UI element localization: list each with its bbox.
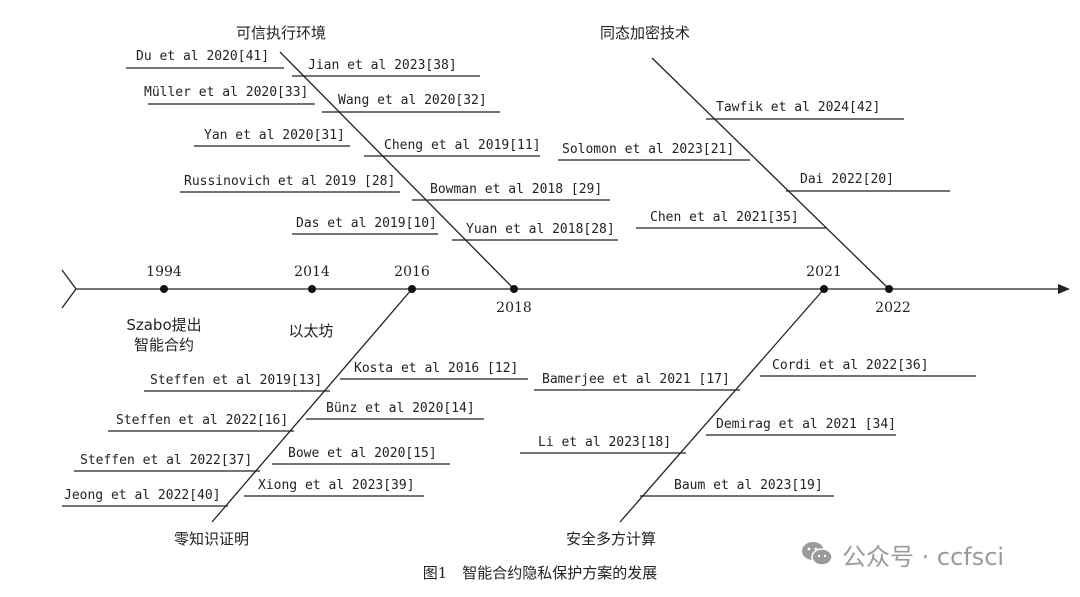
- year-point: [160, 285, 168, 293]
- ref-label: Du et al 2020[41]: [136, 49, 269, 64]
- ref-label: Solomon et al 2023[21]: [562, 142, 734, 157]
- ref-label: Dai 2022[20]: [800, 172, 894, 187]
- category-zkp: 零知识证明: [174, 530, 249, 548]
- category-tee: 可信执行环境: [236, 24, 326, 42]
- ref-label: Li et al 2023[18]: [538, 435, 671, 450]
- year-point: [510, 285, 518, 293]
- ref-label: Baum et al 2023[19]: [674, 478, 823, 493]
- year-label: 2022: [875, 300, 911, 316]
- bone-he: [651, 57, 890, 290]
- category-mpc: 安全多方计算: [566, 530, 656, 548]
- watermark-text: 公众号 · ccfsci: [842, 542, 1005, 571]
- category-he: 同态加密技术: [600, 24, 690, 42]
- ref-label: Das et al 2019[10]: [296, 216, 437, 231]
- ref-label: Wang et al 2020[32]: [338, 93, 487, 108]
- event-ethereum: 以太坊: [288, 322, 333, 340]
- ref-label: Cordi et al 2022[36]: [772, 358, 929, 373]
- ref-label: Bamerjee et al 2021 [17]: [542, 372, 730, 387]
- year-point: [408, 285, 416, 293]
- year-label: 2021: [806, 264, 842, 280]
- ref-label: Steffen et al 2022[37]: [80, 453, 252, 468]
- year-point: [820, 285, 828, 293]
- ref-label: Kosta et al 2016 [12]: [354, 361, 518, 376]
- ref-label: Jeong et al 2022[40]: [64, 488, 221, 503]
- wechat-icon: [802, 542, 833, 566]
- year-point: [308, 285, 316, 293]
- year-label: 2018: [496, 300, 532, 316]
- ref-label: Steffen et al 2022[16]: [116, 413, 288, 428]
- ref-label: Yan et al 2020[31]: [204, 128, 345, 143]
- ref-label: Steffen et al 2019[13]: [150, 373, 322, 388]
- ref-label: Xiong et al 2023[39]: [258, 478, 415, 493]
- ref-label: Bowe et al 2020[15]: [288, 446, 437, 461]
- ref-label: Bowman et al 2018 [29]: [430, 182, 602, 197]
- bone-zkp: [211, 288, 413, 523]
- bone-mpc: [619, 288, 825, 523]
- year-label: 2014: [294, 264, 330, 280]
- axis-arrow: [1058, 284, 1070, 294]
- ref-label: Jian et al 2023[38]: [308, 58, 457, 73]
- event-szabo-line2: 智能合约: [134, 336, 194, 354]
- ref-label: Chen et al 2021[35]: [650, 210, 799, 225]
- year-label: 2016: [394, 264, 430, 280]
- bone-tee: [279, 51, 515, 290]
- ref-label: Bünz et al 2020[14]: [326, 401, 475, 416]
- watermark: 公众号 · ccfsci: [800, 534, 1070, 574]
- ref-label: Russinovich et al 2019 [28]: [184, 174, 395, 189]
- ref-label: Müller et al 2020[33]: [144, 85, 308, 100]
- axis-tail: [61, 269, 77, 309]
- figure-caption: 图1 智能合约隐私保护方案的发展: [422, 564, 658, 582]
- event-szabo-line1: Szabo提出: [126, 316, 201, 334]
- ref-label: Tawfik et al 2024[42]: [716, 100, 880, 115]
- ref-label: Yuan et al 2018[28]: [466, 222, 615, 237]
- ref-label: Demirag et al 2021 [34]: [716, 417, 896, 432]
- ref-label: Cheng et al 2019[11]: [384, 138, 541, 153]
- year-point: [885, 285, 893, 293]
- year-label: 1994: [146, 264, 182, 280]
